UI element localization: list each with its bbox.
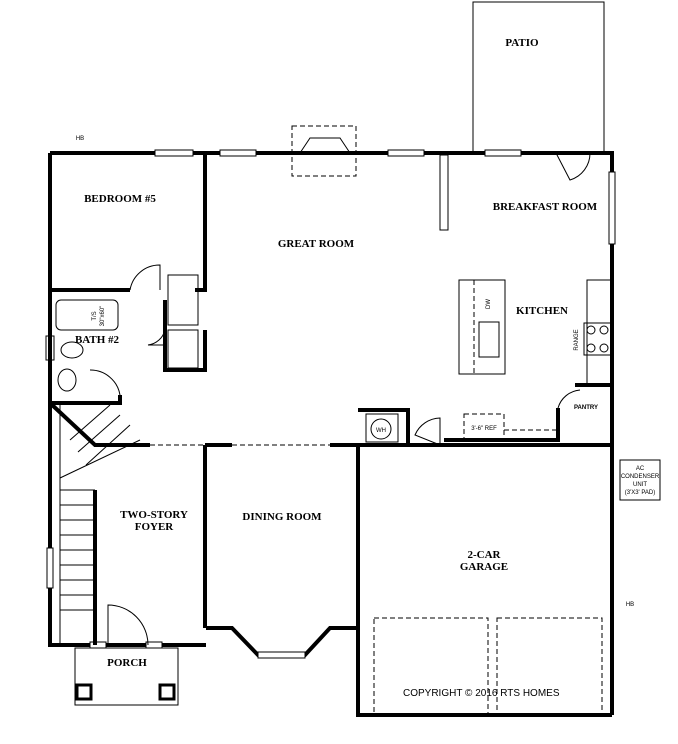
- label-kitchen: KITCHEN: [516, 305, 568, 317]
- doors: [89, 152, 591, 646]
- label-pantry: PANTRY: [574, 405, 598, 411]
- copyright: COPYRIGHT © 2016 RTS HOMES: [403, 688, 560, 699]
- fireplace: [291, 125, 357, 177]
- label-porch: PORCH: [107, 657, 147, 669]
- porch: [74, 647, 179, 706]
- label-bedroom5: BEDROOM #5: [84, 193, 156, 205]
- kitchen-island: [458, 279, 506, 375]
- label-ref: 3'-6" REF: [471, 426, 497, 432]
- interior-walls: [48, 153, 612, 645]
- label-range: RANGE: [574, 329, 580, 350]
- label-dw: DW: [486, 299, 492, 309]
- label-great-room: GREAT ROOM: [278, 238, 355, 250]
- bath-fixtures: [45, 299, 119, 392]
- label-ac-2: CONDENSER: [621, 474, 660, 480]
- label-garage-1: 2-CAR: [468, 549, 502, 561]
- label-ac-1: AC: [636, 466, 645, 472]
- water-heater: [365, 413, 399, 443]
- label-tub-1: T/S: [92, 311, 98, 320]
- windows: [46, 149, 616, 659]
- label-ac-3: UNIT: [633, 482, 647, 488]
- columns: [439, 154, 449, 231]
- label-foyer-1: TWO-STORY: [120, 509, 188, 521]
- label-tub-2: 30"x60": [100, 306, 106, 327]
- label-bath2: BATH #2: [75, 334, 120, 346]
- label-ac-4: (3'X3' PAD): [625, 490, 656, 496]
- kitchen-counter: [463, 279, 613, 441]
- dashed-openings: [150, 444, 603, 716]
- label-patio: PATIO: [505, 37, 539, 49]
- label-hb-top: HB: [76, 136, 84, 142]
- label-dining-room: DINING ROOM: [242, 511, 322, 523]
- label-foyer-2: FOYER: [135, 521, 175, 533]
- stairs: [59, 403, 141, 645]
- label-breakfast-room: BREAKFAST ROOM: [493, 201, 598, 213]
- patio-outline: [472, 1, 605, 154]
- label-hb-right: HB: [626, 602, 634, 608]
- label-wh: WH: [376, 428, 386, 434]
- label-garage-2: GARAGE: [460, 561, 508, 573]
- ac-pad: [619, 459, 661, 501]
